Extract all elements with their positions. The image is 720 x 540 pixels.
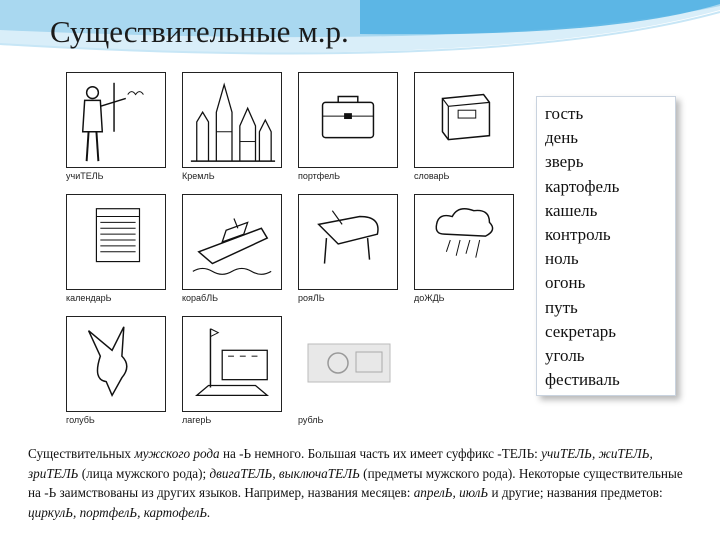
dove-icon [66, 316, 166, 412]
picture-caption: голубЬ [66, 415, 95, 425]
picture-card: рояЛЬ [298, 194, 398, 309]
rain-icon [414, 194, 514, 290]
briefcase-icon [298, 72, 398, 168]
word-item: фестиваль [545, 370, 620, 390]
picture-caption: КремлЬ [182, 171, 215, 181]
rule-text: на -Ь немного. Большая часть их имеет су… [222, 446, 538, 461]
rule-text: Некоторые существительные на -Ь заимство… [28, 465, 683, 501]
word-item: огонь [545, 273, 586, 293]
picture-caption: рублЬ [298, 415, 324, 425]
ship-icon [182, 194, 282, 290]
rule-text: и другие; названия предметов: [491, 485, 663, 500]
word-item: путь [545, 297, 578, 317]
picture-caption: учиТЕЛЬ [66, 171, 104, 181]
word-item: гость [545, 104, 584, 123]
picture-card: КремлЬ [182, 72, 282, 187]
rule-example: апрелЬ, июлЬ [413, 485, 489, 500]
word-list: гость день зверь картофель кашель контро… [545, 102, 675, 392]
word-item: картофель [545, 176, 620, 196]
rule-text: (предметы мужского рода). [363, 465, 516, 481]
slide-title: Существительные м.р. [50, 14, 349, 49]
word-list-box: гость день зверь картофель кашель контро… [536, 96, 676, 396]
picture-card: портфелЬ [298, 72, 398, 187]
rule-text-italic: мужского рода [134, 446, 220, 461]
word-item: секретарь [545, 321, 617, 341]
picture-caption: календарЬ [66, 293, 112, 303]
picture-caption: лагерЬ [182, 415, 212, 425]
rule-text: Существительных [28, 446, 132, 461]
word-item: зверь [545, 152, 584, 172]
camp-icon [182, 316, 282, 412]
picture-caption: портфелЬ [298, 171, 341, 181]
dictionary-icon [414, 72, 514, 168]
picture-card: лагерЬ [182, 316, 282, 431]
picture-caption: доЖДЬ [414, 293, 445, 303]
picture-card: календарЬ [66, 194, 166, 309]
picture-caption: корабЛЬ [182, 293, 219, 303]
piano-icon [298, 194, 398, 290]
picture-card: учиТЕЛЬ [66, 72, 166, 187]
word-item: кашель [545, 200, 598, 220]
kremlin-icon [182, 72, 282, 168]
word-item: контроль [545, 225, 611, 245]
rule-example: учиТЕЛЬ, жиТЕЛЬ, зриТЕЛЬ [28, 446, 653, 481]
rule-text: (лица мужского рода); [81, 465, 207, 481]
word-item: день [545, 128, 579, 148]
word-item: ноль [545, 249, 579, 269]
picture-grid: учиТЕЛЬ КремлЬ портфелЬ [58, 66, 522, 432]
picture-caption: словарЬ [414, 171, 450, 181]
word-item: уголь [545, 346, 585, 366]
ruble-icon [298, 316, 398, 412]
teacher-icon [66, 72, 166, 168]
picture-card: доЖДЬ [414, 194, 514, 309]
calendar-icon [66, 194, 166, 290]
picture-caption: рояЛЬ [298, 293, 325, 303]
rule-example: циркулЬ, портфелЬ, картофелЬ. [28, 504, 211, 520]
picture-card: корабЛЬ [182, 194, 282, 309]
rule-paragraph: Существительных мужского рода на -Ь немн… [28, 444, 690, 522]
rule-example: двигаТЕЛЬ, выключаТЕЛЬ [209, 465, 360, 481]
picture-card: словарЬ [414, 72, 514, 187]
picture-card: голубЬ [66, 316, 166, 431]
header-wave-decoration [0, 0, 720, 55]
picture-card: рублЬ [298, 316, 398, 431]
